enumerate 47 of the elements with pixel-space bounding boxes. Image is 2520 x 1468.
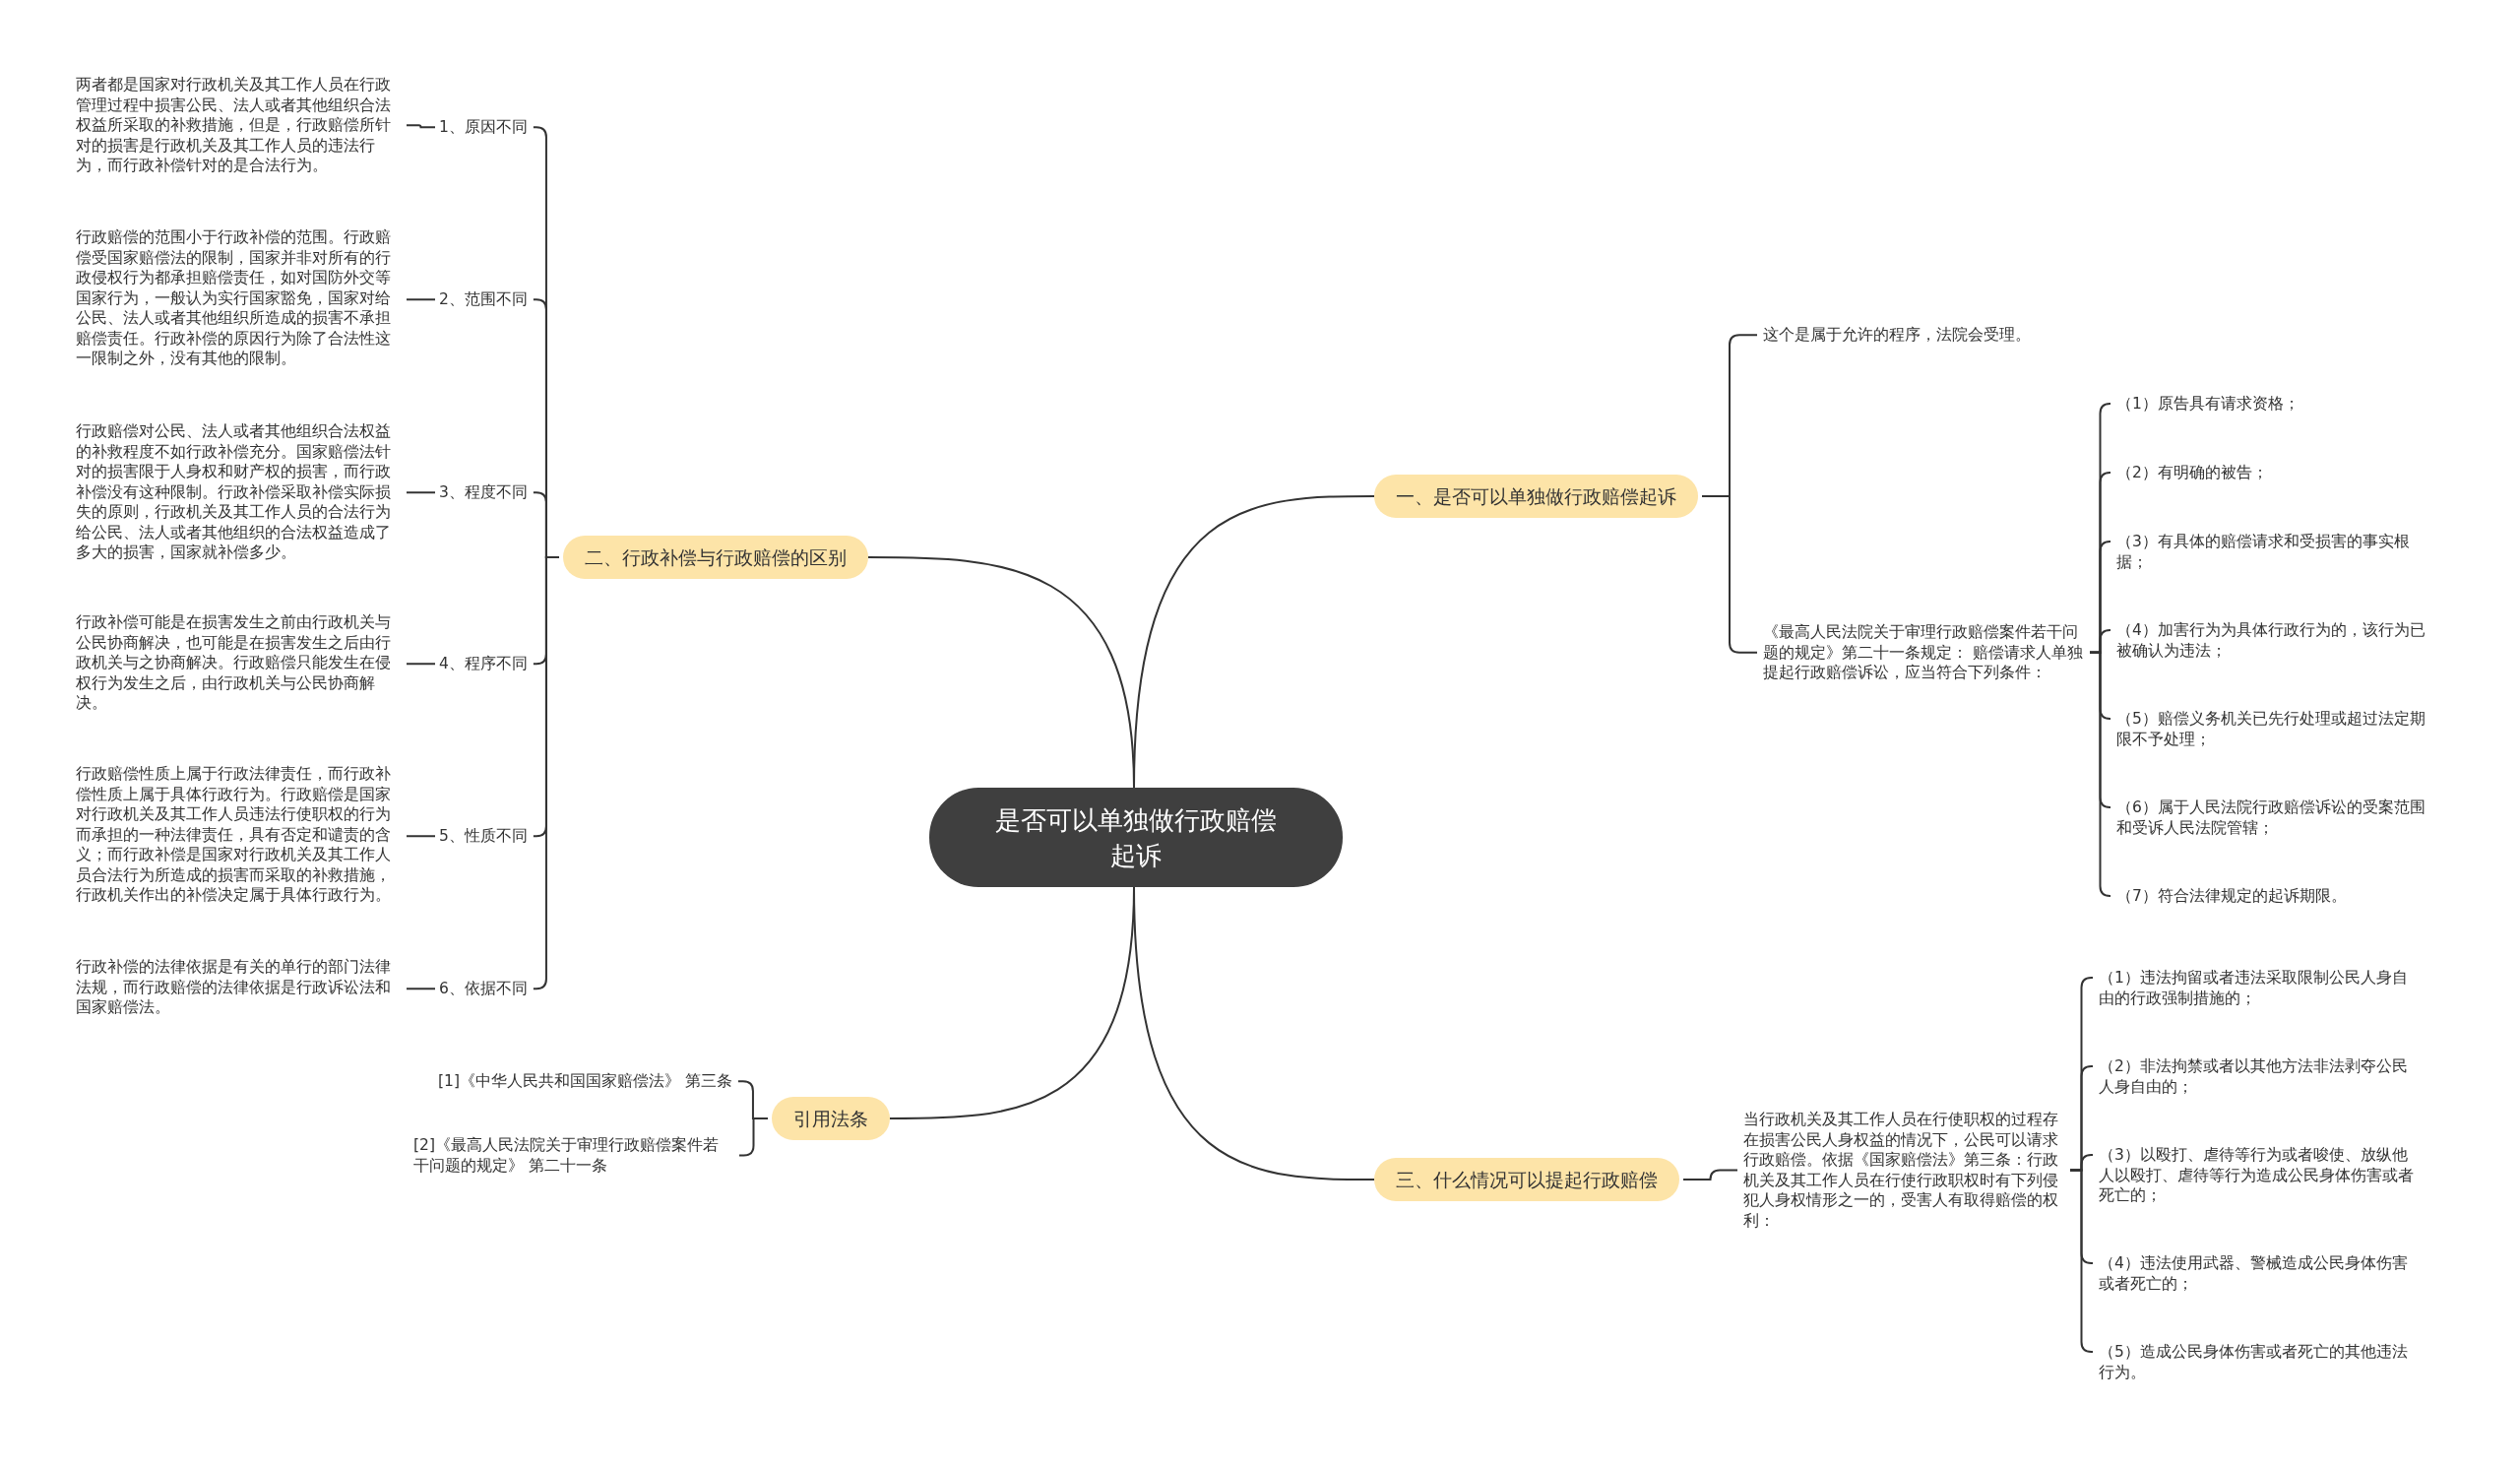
topic-text: [1]《中华人民共和国国家赔偿法》 第三条 [438, 1071, 732, 1092]
topic-text: [2]《最高人民法院关于审理行政赔偿案件若干问题的规定》 第二十一条 [413, 1135, 733, 1176]
connector-line [1682, 1169, 1738, 1181]
topic-text: （2）非法拘禁或者以其他方法非法剥夺公民人身自由的； [2099, 1056, 2416, 1097]
topic-text: 5、性质不同 [439, 826, 528, 847]
topic-text: 行政补偿的法律依据是有关的单行的部门法律法规，而行政赔偿的法律依据是行政诉讼法和国家赔偿法。 [76, 957, 401, 1018]
connector-line [1133, 886, 1375, 1181]
topic-text: （5）造成公民身体伤害或者死亡的其他违法行为。 [2099, 1342, 2416, 1382]
topic-text: 4、程序不同 [439, 654, 528, 674]
topic-text: 1、原因不同 [439, 117, 528, 138]
topic-text: （3）以殴打、虐待等行为或者唆使、放纵他人以殴打、虐待等行为造成公民身体伤害或者死亡的； [2099, 1145, 2416, 1206]
central-topic: 是否可以单独做行政赔偿起诉 [929, 788, 1343, 887]
topic-text: 行政赔偿性质上属于行政法律责任，而行政补偿性质上属于具体行政行为。行政赔偿是国家对行政机关及其工作人员违法行使职权的行为而承担的一种法律责任，具有否定和谴责的含义；而行政补偿是国家对行政机关及其工作人员合法行为所造成的损害而采取的补救措施，行政机关作出的补偿决定属于具体行政行为。 [76, 764, 401, 906]
topic-text: 行政赔偿对公民、法人或者其他组织合法权益的补救程度不如行政补偿充分。国家赔偿法针对的损害限于人身权和财产权的损害，而行政补偿没有这种限制。行政补偿采取补偿实际损失的原则，行政机关及其工作人员的合法行为给公民、法人或者其他组织的合法权益造成了多大的损害，国家就补偿多少。 [76, 421, 401, 563]
topic-text: （4）加害行为为具体行政行为的，该行为已被确认为违法； [2116, 620, 2429, 661]
connector-line [2069, 1169, 2094, 1353]
connector-line [406, 298, 436, 301]
topic-text: （2）有明确的被告； [2116, 463, 2268, 483]
branch-topic: 一、是否可以单独做行政赔偿起诉 [1374, 475, 1698, 518]
topic-text: （3）有具体的赔偿请求和受损害的事实根据； [2116, 532, 2429, 572]
connector-line [406, 124, 436, 129]
connector-line [406, 663, 436, 666]
connector-line [406, 491, 436, 494]
connector-line [2089, 651, 2111, 897]
connector-line [738, 1117, 769, 1157]
topic-text: （4）违法使用武器、警械造成公民身体伤害或者死亡的； [2099, 1253, 2416, 1294]
branch-topic: 二、行政补偿与行政赔偿的区别 [563, 536, 868, 579]
topic-text: 2、范围不同 [439, 289, 528, 310]
connector-line [406, 835, 436, 838]
topic-text: 6、依据不同 [439, 979, 528, 999]
topic-text: 这个是属于允许的程序，法院会受理。 [1763, 325, 2031, 346]
topic-text: 两者都是国家对行政机关及其工作人员在行政管理过程中损害公民、法人或者其他组织合法权益所采取的补救措施，但是，行政赔偿所针对的损害是行政机关及其工作人员的违法行为，而行政补偿针对的是合法行为。 [76, 75, 401, 176]
topic-text: （1）违法拘留或者违法采取限制公民人身自由的行政强制措施的； [2099, 968, 2416, 1008]
branch-topic: 三、什么情况可以提起行政赔偿 [1374, 1158, 1679, 1201]
topic-text: （7）符合法律规定的起诉期限。 [2116, 886, 2347, 907]
connector-line [406, 988, 436, 990]
connector-line [532, 556, 560, 990]
topic-text: （5）赔偿义务机关已先行处理或超过法定期限不予处理； [2116, 709, 2429, 749]
connector-line [867, 556, 1135, 789]
topic-text: 3、程度不同 [439, 482, 528, 503]
branch-topic: 引用法条 [772, 1097, 890, 1140]
topic-text: （6）属于人民法院行政赔偿诉讼的受案范围和受诉人民法院管辖； [2116, 798, 2429, 838]
topic-text: 当行政机关及其工作人员在行使职权的过程存在损害公民人身权益的情况下，公民可以请求行政赔偿。依据《国家赔偿法》第三条：行政机关及其工作人员在行使行政职权时有下列侵犯人身权情形之一的，受害人有取得赔偿的权利： [1743, 1110, 2066, 1231]
topic-text: 行政补偿可能是在损害发生之前由行政机关与公民协商解决，也可能是在损害发生之后由行政机关与之协商解决。行政赔偿只能发生在侵权行为发生之后，由行政机关与公民协商解决。 [76, 612, 401, 714]
topic-text: 《最高人民法院关于审理行政赔偿案件若干问题的规定》第二十一条规定： 赔偿请求人单独提起行政赔偿诉讼，应当符合下列条件： [1763, 622, 2086, 683]
topic-text: （1）原告具有请求资格； [2116, 394, 2300, 415]
topic-text: 行政赔偿的范围小于行政补偿的范围。行政赔偿受国家赔偿法的限制，国家并非对所有的行政侵权行为都承担赔偿责任，如对国防外交等国家行为，一般认为实行国家豁免，国家对给公民、法人或者其他组织所造成的损害不承担赔偿责任。行政补偿的原因行为除了合法性这一限制之外，没有其他的限制。 [76, 227, 401, 369]
